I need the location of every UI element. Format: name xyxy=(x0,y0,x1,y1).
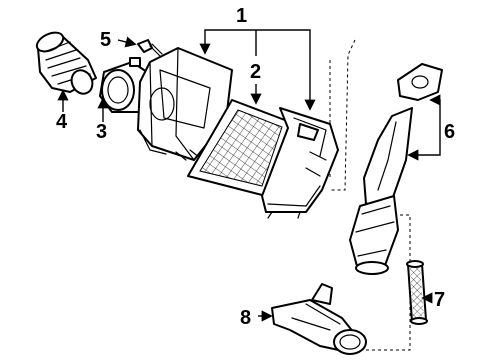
air-filter-element xyxy=(187,99,299,205)
mesh-tube xyxy=(406,260,428,325)
callout-4: 4 xyxy=(56,111,68,133)
lower-intake-pipe xyxy=(271,283,367,355)
intake-hose xyxy=(35,31,97,95)
air-cleaner-lower-housing xyxy=(261,107,339,219)
air-cleaner-upper-cover xyxy=(137,47,233,161)
mounting-bolt xyxy=(137,39,163,57)
callout-5: 5 xyxy=(100,29,111,51)
air-duct-resonator xyxy=(349,63,443,275)
callout-1: 1 xyxy=(236,5,247,27)
callout-2: 2 xyxy=(250,61,261,83)
callout-7: 7 xyxy=(434,289,445,311)
callout-6: 6 xyxy=(444,121,455,143)
group-outline-dashed xyxy=(329,39,411,351)
leader-lines xyxy=(57,29,441,322)
callout-8: 8 xyxy=(240,307,251,329)
callout-3: 3 xyxy=(96,121,107,143)
